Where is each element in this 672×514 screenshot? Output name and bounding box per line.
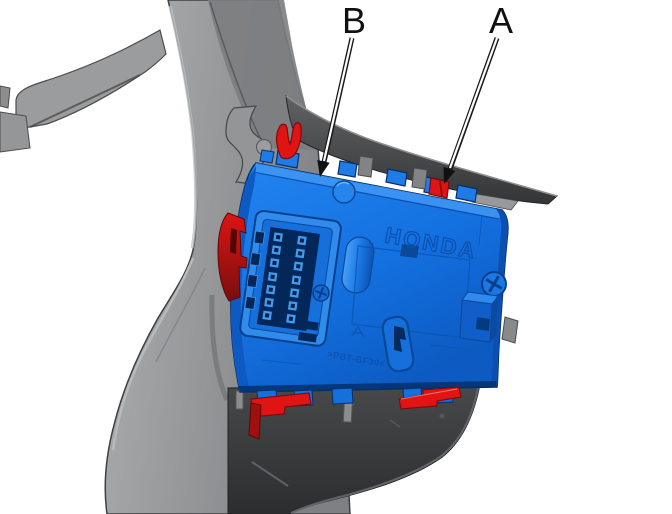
control-module: HONDA >PBT-GF30< xyxy=(230,149,519,423)
slot-ring-keyhole xyxy=(394,326,406,352)
callout-label-a: A xyxy=(489,0,513,41)
arrowhead xyxy=(443,166,456,184)
clip-bottom-right xyxy=(398,386,462,410)
bracket-arm-shadow xyxy=(29,74,141,128)
wire-harness-connector xyxy=(239,209,342,347)
module-stud xyxy=(332,180,356,204)
module-bottom-tab xyxy=(331,387,354,405)
clip-bottom-left-leg xyxy=(248,402,262,440)
module-top-face xyxy=(253,163,502,219)
garnish-strip-highlight xyxy=(285,95,558,197)
connector-pin xyxy=(269,257,280,268)
connector-hatch xyxy=(299,320,319,331)
connector-pin xyxy=(294,248,305,259)
callout-leader-a xyxy=(443,37,500,184)
module-top-face-line xyxy=(252,171,500,220)
clip-left-side-slot xyxy=(230,228,237,254)
module-left-side xyxy=(230,166,256,392)
trim-tab-gray xyxy=(411,167,428,190)
leader-line-core xyxy=(322,37,354,162)
pillar-flare-ridge xyxy=(111,257,195,451)
callout-label-b: B xyxy=(342,0,366,41)
mount-pin xyxy=(235,390,244,410)
garnish-bump-2 xyxy=(439,413,445,419)
phillips-slot-icon xyxy=(315,287,327,299)
arrowhead xyxy=(317,160,330,177)
connector-pin xyxy=(285,313,296,324)
module-stud-highlight xyxy=(336,181,350,187)
connector-key-notch xyxy=(244,295,256,310)
connector-pin xyxy=(261,310,272,321)
clip-left-side xyxy=(217,212,248,302)
module-tab xyxy=(259,149,275,164)
pillar-shadow-left-of-module xyxy=(209,294,230,402)
connector-pin xyxy=(267,271,278,282)
recycle-triangle-icon xyxy=(351,325,365,338)
callouts: B A xyxy=(317,0,513,184)
connector-hatch xyxy=(298,332,317,343)
pillar-edge-highlight xyxy=(168,5,197,249)
pillar-crease xyxy=(209,1,265,147)
connector-key-notch xyxy=(253,230,266,245)
connector-pin xyxy=(263,297,274,308)
garnish-scratch-2 xyxy=(389,419,401,428)
bracket-arm xyxy=(15,29,167,128)
module-tab xyxy=(455,184,478,203)
screw-small xyxy=(312,284,330,302)
face-vent-hole xyxy=(400,244,419,258)
connector-pin xyxy=(296,235,307,246)
bracket-end-wedge xyxy=(0,111,31,153)
panel-seam-line xyxy=(261,214,483,365)
retaining-clips xyxy=(217,122,462,440)
clip-fork-top-left xyxy=(275,122,302,160)
connector-key-notch xyxy=(249,252,262,267)
module-right-side xyxy=(491,209,508,387)
connector-pin xyxy=(287,300,298,311)
connector-pin xyxy=(291,274,302,285)
leader-line-core xyxy=(448,37,499,169)
connector-pin xyxy=(271,244,282,255)
box-protrusion-notch xyxy=(476,317,490,331)
callout-leader-b xyxy=(317,37,355,177)
clip-a-slot xyxy=(439,180,443,197)
phillips-slot-icon xyxy=(485,275,503,293)
connector-pin xyxy=(289,287,300,298)
connector-pin xyxy=(265,284,276,295)
connector-pin xyxy=(293,261,304,272)
box-protrusion-side xyxy=(490,296,498,342)
module-tab xyxy=(337,160,358,178)
module-tab xyxy=(385,168,408,187)
trim-tab-gray xyxy=(357,155,374,178)
right-edge-tab xyxy=(501,316,519,344)
garnish-scratch xyxy=(251,461,289,487)
clip-bottom-right-highlight xyxy=(400,388,458,400)
bracket-end-tab xyxy=(0,85,11,109)
module-bottom-shadow xyxy=(239,381,497,392)
screw-large xyxy=(481,271,507,297)
garnish-lower-edge-highlight xyxy=(290,387,479,514)
pillar-flare-ridge-2 xyxy=(155,267,206,363)
connector-key-notch xyxy=(246,274,259,289)
connector-pin xyxy=(272,232,283,243)
